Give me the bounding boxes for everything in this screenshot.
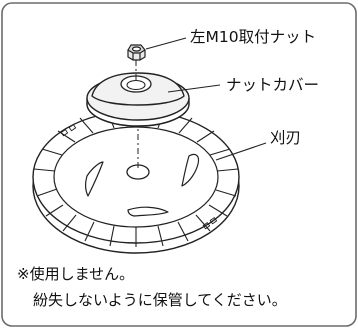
blade-leader [215, 142, 267, 161]
blade-illustration [32, 110, 240, 254]
nut-leader [145, 37, 187, 50]
note-line-1: ※使用しません。 [17, 265, 135, 283]
nut-cover-leader [167, 84, 221, 93]
leader-lines [145, 37, 267, 161]
nut-label: 左M10取付ナット [190, 28, 317, 46]
blade-label: 刈刃 [270, 129, 302, 147]
nut-cover-label: ナットカバー [226, 76, 320, 94]
nut-cover-illustration [86, 72, 190, 127]
nut-illustration [127, 44, 146, 61]
note-line-2: 紛失しないように保管してください。 [33, 291, 287, 309]
